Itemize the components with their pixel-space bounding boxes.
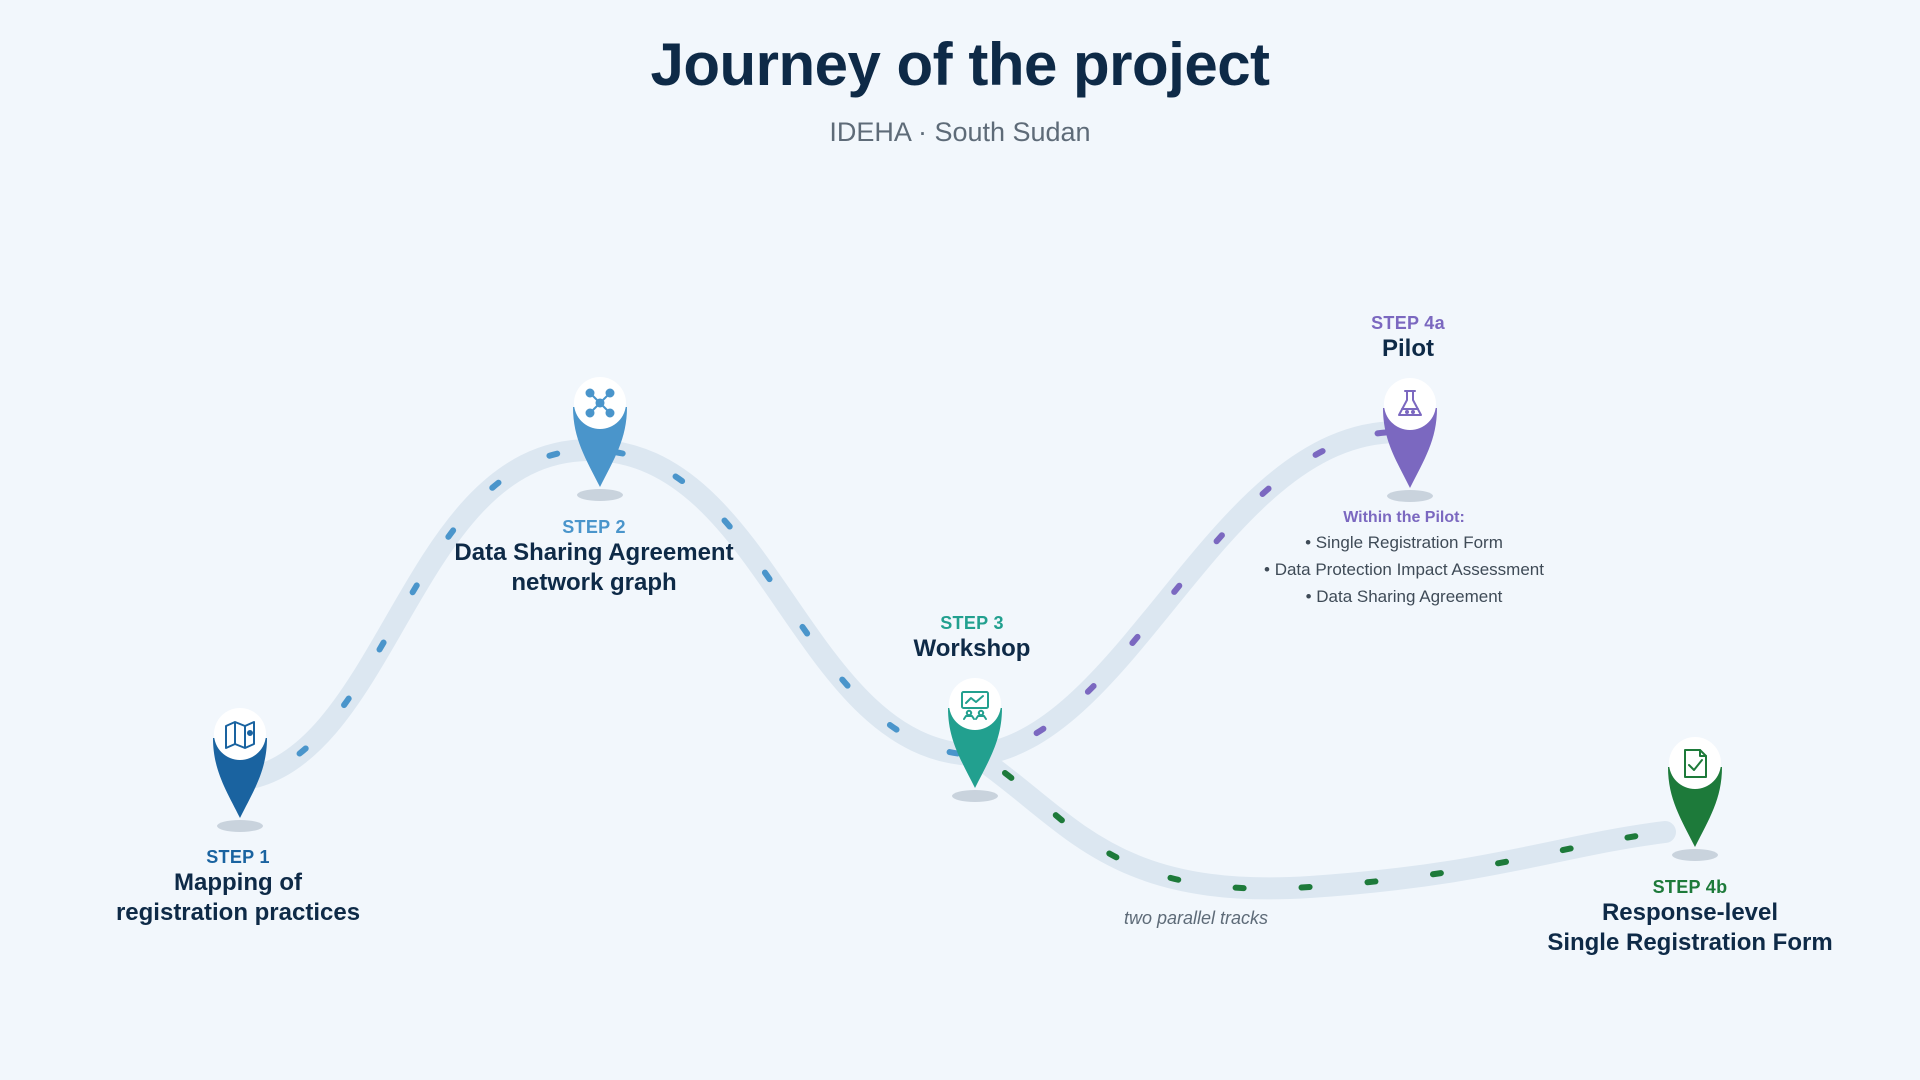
step3-label: STEP 3 Workshop (914, 612, 1031, 664)
step2-title-line1: Data Sharing Agreement (454, 539, 734, 566)
step4a-label: STEP 4a Pilot (1371, 312, 1445, 364)
step4b-label: STEP 4b Response-level Single Registrati… (1547, 876, 1832, 958)
step1-pin[interactable] (213, 708, 267, 832)
step4b-pin[interactable] (1668, 737, 1722, 861)
document-check-icon (1684, 749, 1707, 778)
step3-pin[interactable] (948, 678, 1002, 802)
presentation-board-icon (961, 691, 989, 720)
step1-title-line1: Mapping of (174, 869, 302, 896)
pilot-details-heading: Within the Pilot: (1343, 509, 1465, 526)
step2-pin[interactable] (573, 377, 627, 501)
dash-segment-step1 (237, 446, 978, 783)
step2-tag: STEP 2 (562, 517, 626, 537)
pilot-detail-item: • Single Registration Form (1305, 533, 1503, 552)
pilot-detail-item: • Data Protection Impact Assessment (1264, 560, 1544, 579)
step1-title-line2: registration practices (115, 899, 361, 926)
road-main-track (229, 420, 1411, 791)
page-title: Journey of the project (650, 31, 1270, 98)
step3-title-line1: Workshop (913, 635, 1031, 662)
step4b-title-line1: Response-level (1601, 899, 1779, 926)
dash-segment-step4b (1002, 770, 1668, 892)
step1-tag: STEP 1 (206, 847, 270, 867)
network-graph-icon (585, 388, 615, 418)
journey-dashes (237, 428, 1668, 892)
step4a-tag: STEP 4a (1371, 313, 1445, 333)
map-icon (225, 721, 255, 749)
step2-title-line2: network graph (511, 569, 677, 596)
step4b-title-line2: Single Registration Form (1547, 929, 1833, 956)
road-branch-track (964, 744, 1676, 900)
parallel-tracks-note: two parallel tracks (1123, 908, 1269, 928)
step3-tag: STEP 3 (940, 613, 1004, 633)
lab-flask-icon (1398, 390, 1422, 416)
step4a-title-line1: Pilot (1382, 335, 1434, 362)
pilot-details: Within the Pilot: • Single Registration … (1264, 507, 1544, 610)
dash-segment-step4a (972, 428, 1403, 758)
step4b-tag: STEP 4b (1652, 877, 1728, 897)
page-subtitle: IDEHA · South Sudan (829, 117, 1091, 147)
step1-label: STEP 1 Mapping of registration practices (116, 846, 360, 928)
step2-label: STEP 2 Data Sharing Agreement network gr… (454, 516, 733, 598)
step4a-pin[interactable] (1383, 378, 1437, 502)
pilot-detail-item: • Data Sharing Agreement (1305, 587, 1503, 606)
